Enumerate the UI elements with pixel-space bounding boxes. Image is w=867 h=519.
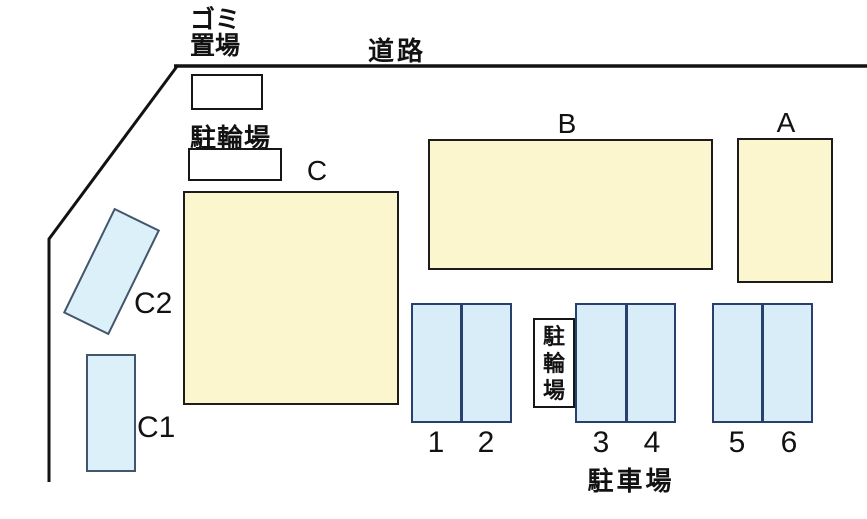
bicycle-parking-middle-char3: 場 (542, 377, 565, 403)
bicycle-parking-middle-box: 駐 輪 場 (533, 318, 575, 408)
building-c-label: C (306, 155, 328, 186)
unit-c1-box (86, 354, 136, 472)
bicycle-parking-middle-char1: 駐 (542, 323, 565, 349)
parking-spot-6-label: 6 (780, 426, 798, 459)
parking-block-1-2 (411, 303, 512, 423)
parking-spot-4-label: 4 (643, 426, 661, 459)
bicycle-parking-middle-char2: 輪 (542, 350, 565, 376)
garbage-area-label-line2: 置場 (190, 32, 241, 60)
garbage-area-label: ゴミ 置場 (190, 7, 240, 59)
unit-c1-label: C1 (137, 411, 176, 444)
parking-lot-label: 駐車場 (587, 466, 675, 496)
parking-divider-1-2 (460, 305, 463, 421)
building-a (737, 138, 833, 283)
garbage-area-box (191, 74, 263, 110)
parking-block-5-6 (712, 303, 813, 423)
parking-spot-5-label: 5 (728, 426, 746, 459)
road-label: 道路 (368, 36, 427, 66)
garbage-area-label-line1: ゴミ (190, 6, 241, 34)
parking-spot-3-label: 3 (592, 426, 610, 459)
building-b (428, 139, 713, 270)
unit-c2-label: C2 (134, 287, 173, 320)
building-b-label: B (557, 108, 577, 139)
parking-spot-1-label: 1 (427, 426, 445, 459)
property-boundary-line (47, 64, 180, 482)
parking-spot-2-label: 2 (477, 426, 495, 459)
parking-divider-5-6 (761, 305, 764, 421)
building-c (183, 191, 399, 405)
bicycle-parking-top-box (188, 148, 282, 181)
parking-divider-3-4 (625, 305, 628, 421)
building-a-label: A (776, 107, 796, 138)
parking-block-3-4 (575, 303, 676, 423)
